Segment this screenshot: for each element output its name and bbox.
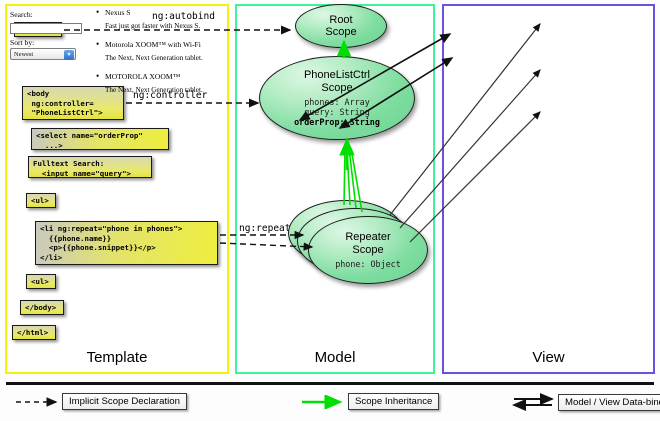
sort-select-value: Newest (14, 50, 34, 58)
code-box-body-open: <body ng:controller= "PhoneListCtrl"> (22, 86, 124, 120)
phone-list: Nexus S Fast just got faster with Nexus … (96, 7, 208, 104)
scope-root-title-line2: Scope (325, 26, 357, 38)
code-box-html-close: </html> (12, 325, 56, 340)
column-label-model: Model (314, 349, 356, 366)
legend-item-databinding: Model / View Data-binding (510, 393, 660, 411)
legend-label-inheritance: Scope Inheritance (348, 393, 440, 410)
scope-ctrl-title-line1: PhoneListCtrl (303, 69, 371, 81)
scope-ctrl-properties: phones: Array query: String orderProp: S… (294, 97, 380, 127)
column-label-template: Template (86, 349, 148, 366)
phone-name: Motorola XOOM™ with Wi-Fi (96, 39, 208, 50)
scope-repeater-title-line1: Repeater (345, 231, 391, 243)
scope-ctrl-prop-orderprop: orderProp: String (294, 117, 380, 127)
column-view: View (442, 4, 655, 374)
search-label: Search: (10, 10, 33, 19)
phone-snippet: The Next, Next Generation tablet. (105, 86, 203, 94)
code-box-ul-close: <ul> (26, 274, 56, 289)
scope-ctrl-prop-query: query: String (304, 107, 370, 117)
code-box-li-repeat: <li ng:repeat="phone in phones"> {{phone… (35, 221, 218, 265)
edge-label-repeat: ng:repeat (239, 223, 291, 234)
view-search-form: Search: Sort by: Newest ▾ (10, 10, 86, 60)
chevron-down-icon: ▾ (64, 50, 74, 60)
phone-name: Nexus S (96, 7, 208, 18)
scope-ellipse-phonelistctrl: PhoneListCtrl Scope phones: Array query:… (259, 56, 415, 140)
scope-ellipse-repeater: Repeater Scope phone: Object (308, 216, 428, 284)
sort-label: Sort by: (10, 38, 35, 47)
double-arrow-icon (512, 393, 554, 411)
code-box-body-close: </body> (20, 300, 64, 315)
legend-divider (6, 382, 654, 385)
list-item: Nexus S Fast just got faster with Nexus … (96, 7, 208, 31)
scope-ellipse-root: Root Scope (295, 4, 387, 48)
legend-item-inheritance: Scope Inheritance (300, 393, 440, 410)
phone-snippet: Fast just got faster with Nexus S. (105, 22, 201, 30)
phone-snippet: The Next, Next Generation tablet. (105, 54, 203, 62)
edge-label-controller: ng:controller (133, 90, 208, 101)
code-box-select: <select name="orderProp" ...> (31, 128, 169, 150)
legend-item-implicit: Implicit Scope Declaration (14, 393, 187, 410)
sort-select[interactable]: Newest ▾ (10, 48, 76, 60)
legend-label-implicit: Implicit Scope Declaration (62, 393, 187, 410)
phone-name: MOTOROLA XOOM™ (96, 71, 208, 82)
list-item: MOTOROLA XOOM™ The Next, Next Generation… (96, 71, 208, 95)
legend-label-databinding: Model / View Data-binding (558, 393, 660, 411)
scope-root-title-line1: Root (329, 13, 353, 26)
column-label-view: View (532, 349, 565, 366)
scope-repeater-properties: phone: Object (335, 259, 401, 269)
green-arrow-icon (302, 394, 343, 409)
dashed-arrow-icon (16, 396, 58, 407)
scope-ctrl-prop-phones: phones: Array (304, 97, 370, 107)
code-box-ul-open: <ul> (26, 193, 56, 208)
list-item: Motorola XOOM™ with Wi-Fi The Next, Next… (96, 39, 208, 63)
scope-repeater-title-line2: Scope (352, 243, 384, 256)
code-box-fulltext-search: Fulltext Search: <input name="query"> (28, 156, 152, 178)
scope-ctrl-title-line2: Scope (321, 81, 353, 94)
search-input[interactable] (10, 23, 82, 34)
